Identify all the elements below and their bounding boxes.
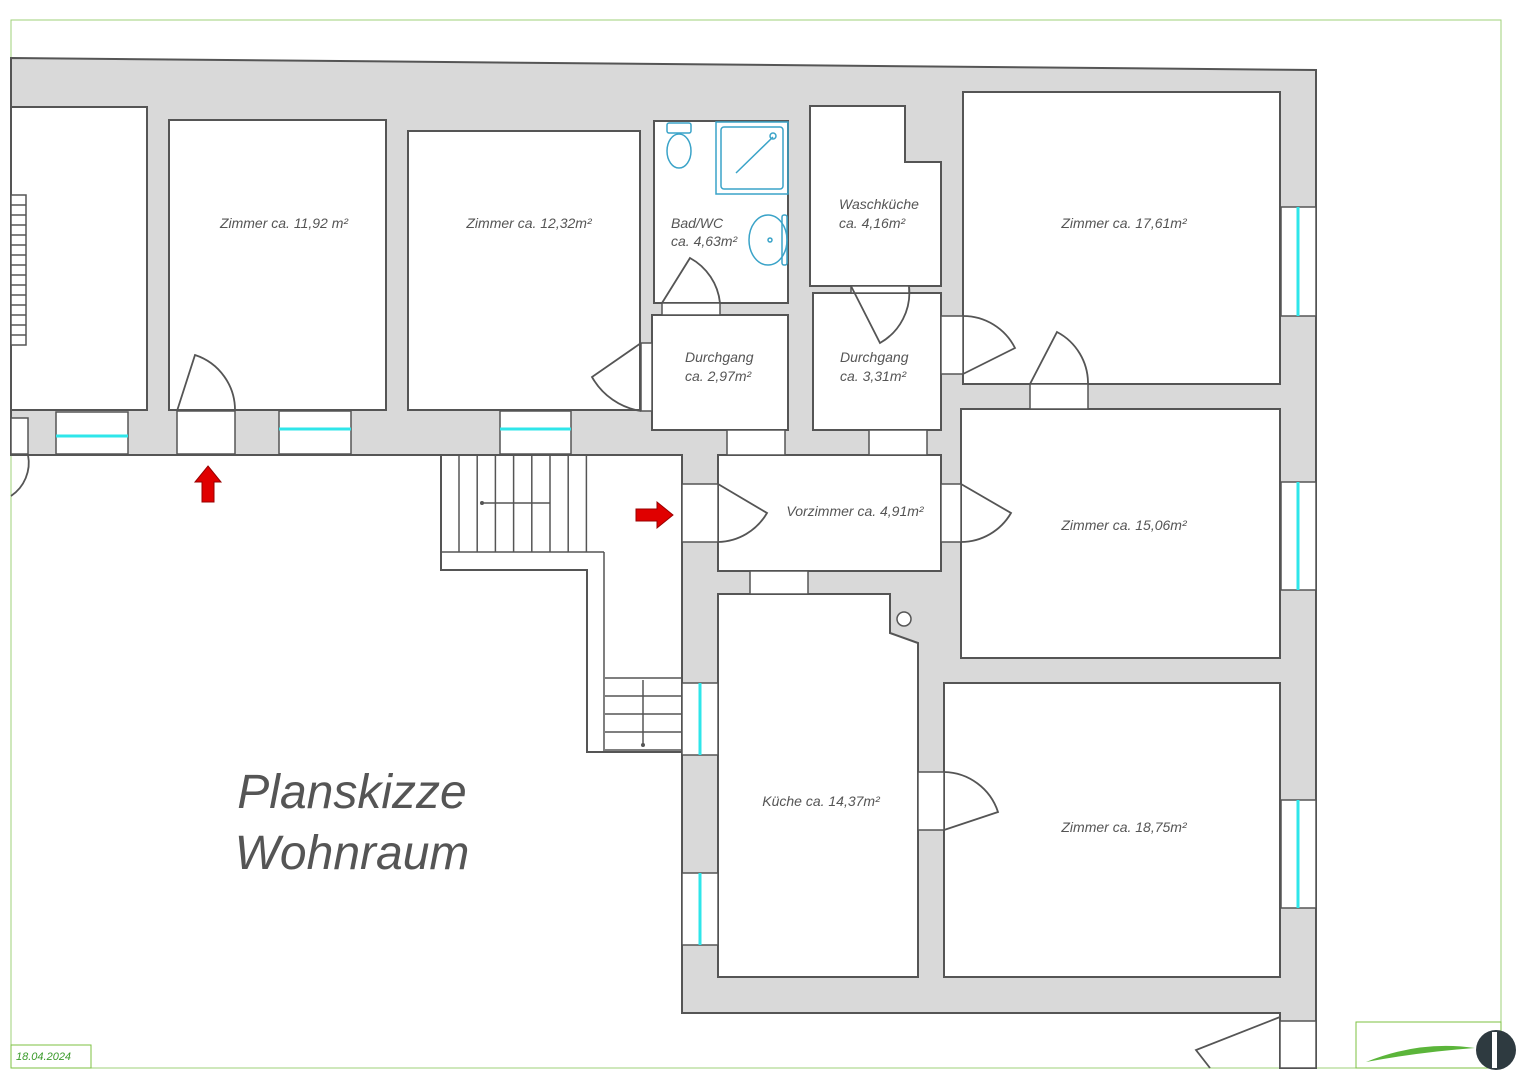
room-waschkueche — [809, 105, 942, 287]
label-zimmer-1: Zimmer ca. 11,92 m² — [219, 215, 349, 231]
label-waschkueche-1: Waschküche — [839, 196, 919, 212]
entrance-arrow-up-icon — [193, 465, 223, 503]
room-kueche — [717, 593, 919, 978]
label-zimmer-4: Zimmer ca. 15,06m² — [1060, 517, 1188, 533]
chimney-icon — [896, 611, 912, 627]
label-durchgang-1b: ca. 2,97m² — [685, 368, 752, 384]
logo — [1355, 1021, 1516, 1070]
room-partial-left — [10, 106, 148, 411]
windows — [55, 206, 1317, 946]
room-zimmer-2 — [407, 130, 641, 411]
room-zimmer-4 — [960, 408, 1281, 659]
page-frame — [10, 19, 1502, 1069]
room-zimmer-1 — [168, 119, 387, 411]
label-kueche: Küche ca. 14,37m² — [762, 793, 881, 809]
label-zimmer-5: Zimmer ca. 18,75m² — [1060, 819, 1188, 835]
date-text: 18.04.2024 — [16, 1051, 71, 1063]
label-waschkueche-2: ca. 4,16m² — [839, 215, 906, 231]
plan-title-line2: Wohnraum — [235, 827, 470, 880]
entrance-arrow-right-icon — [635, 500, 674, 530]
toilet-icon — [666, 122, 692, 169]
plan-title-line1: Planskizze — [237, 766, 466, 819]
label-durchgang-2a: Durchgang — [840, 349, 909, 365]
room-vorzimmer — [717, 454, 942, 572]
label-vorzimmer: Vorzimmer ca. 4,91m² — [786, 503, 925, 519]
label-bad-1: Bad/WC — [671, 215, 724, 231]
label-zimmer-3: Zimmer ca. 17,61m² — [1060, 215, 1188, 231]
room-zimmer-5 — [943, 682, 1281, 978]
sink-icon — [748, 214, 788, 266]
label-durchgang-2b: ca. 3,31m² — [840, 368, 907, 384]
label-bad-2: ca. 4,63m² — [671, 233, 738, 249]
room-zimmer-3 — [962, 91, 1281, 385]
doors — [10, 256, 1317, 1069]
label-zimmer-2: Zimmer ca. 12,32m² — [465, 215, 593, 231]
radiator-icon — [10, 194, 27, 346]
date-box — [10, 1044, 92, 1069]
shower-icon — [715, 121, 789, 195]
label-durchgang-1a: Durchgang — [685, 349, 754, 365]
staircase — [440, 454, 683, 753]
room-bad — [653, 120, 789, 304]
